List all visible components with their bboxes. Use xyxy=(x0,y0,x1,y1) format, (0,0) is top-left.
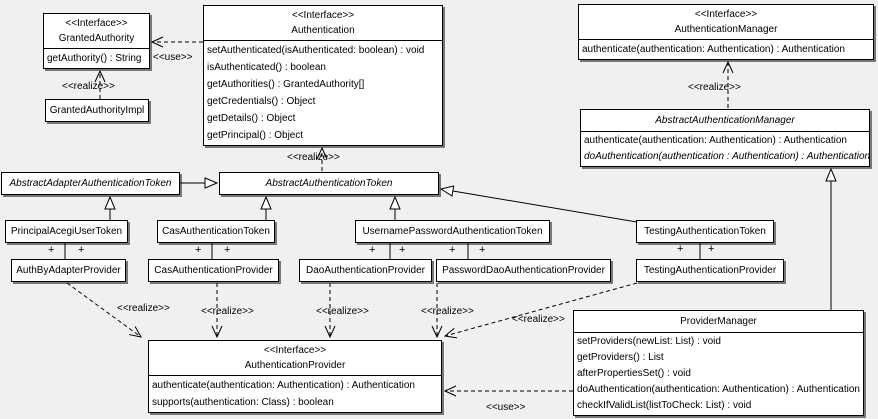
stereotype-label: <<Interface>> xyxy=(694,9,758,20)
class-name: PasswordDaoAuthenticationProvider xyxy=(442,265,605,276)
association-plus: + xyxy=(48,244,55,256)
class-name: AuthenticationProvider xyxy=(244,360,346,371)
class-name: AbstractAdapterAuthenticationToken xyxy=(9,178,172,189)
class-granted-authority-impl: GrantedAuthorityImpl xyxy=(45,99,149,122)
association-plus: + xyxy=(677,243,684,255)
class-name: AbstractAuthenticationManager xyxy=(655,115,795,126)
class-testing-authentication-provider: TestingAuthenticationProvider xyxy=(636,259,784,282)
method-label: doAuthentication(authentication: Authent… xyxy=(577,384,860,395)
edge-generalization-testing-token-to-abstract-token xyxy=(441,189,638,223)
class-name: PrincipalAcegiUserToken xyxy=(10,226,123,237)
class-name: AbstractAuthenticationToken xyxy=(265,178,393,189)
class-authentication-manager: <<Interface>> AuthenticationManager auth… xyxy=(578,4,874,60)
class-granted-authority: <<Interface>> GrantedAuthority getAuthor… xyxy=(43,13,150,69)
realize-label: <<realize>> xyxy=(316,306,369,317)
association-plus: + xyxy=(399,244,406,256)
stereotype-label: <<Interface>> xyxy=(291,10,355,21)
method-label: getAuthorities() : GrantedAuthority[] xyxy=(207,79,365,90)
class-name: Authentication xyxy=(291,25,355,36)
class-name: GrantedAuthorityImpl xyxy=(49,105,145,116)
method-label: setProviders(newList: List) : void xyxy=(577,336,721,347)
method-label: doAuthentication(authentication : Authen… xyxy=(584,151,871,162)
class-dao-authentication-provider: DaoAuthenticationProvider xyxy=(299,259,432,282)
class-cas-authentication-token: CasAuthenticationToken xyxy=(157,220,275,243)
method-label: isAuthenticated() : boolean xyxy=(207,62,326,73)
realize-label: <<realize>> xyxy=(62,81,115,92)
association-plus: + xyxy=(224,244,231,256)
realize-label: <<realize>> xyxy=(287,152,340,163)
class-authentication: <<Interface>> Authentication setAuthenti… xyxy=(203,5,443,146)
association-plus: + xyxy=(78,244,85,256)
class-name: UsernamePasswordAuthenticationToken xyxy=(362,226,543,237)
class-principal-acegi-user-token: PrincipalAcegiUserToken xyxy=(5,220,128,243)
class-name: TestingAuthenticationToken xyxy=(644,226,766,237)
realize-label: <<realize>> xyxy=(117,303,170,314)
class-abstract-adapter-authentication-token: AbstractAdapterAuthenticationToken xyxy=(1,172,180,195)
association-plus: + xyxy=(195,244,202,256)
realize-label: <<realize>> xyxy=(512,314,565,325)
class-name: CasAuthenticationProvider xyxy=(154,265,273,276)
class-auth-by-adapter-provider: AuthByAdapterProvider xyxy=(11,259,126,282)
method-label: getDetails() : Object xyxy=(207,113,296,124)
class-cas-authentication-provider: CasAuthenticationProvider xyxy=(148,259,279,282)
method-label: checkIfValidList(listToCheck: List) : vo… xyxy=(577,400,752,411)
method-label: getAuthority() : String xyxy=(47,53,142,64)
use-label: <<use>> xyxy=(486,402,526,413)
association-plus: + xyxy=(449,244,456,256)
use-label: <<use>> xyxy=(153,52,193,63)
class-password-dao-authentication-provider: PasswordDaoAuthenticationProvider xyxy=(436,259,611,282)
class-name: GrantedAuthority xyxy=(58,33,135,44)
method-label: authenticate(authentication: Authenticat… xyxy=(152,380,415,391)
class-name: AuthenticationManager xyxy=(674,24,778,35)
class-name: TestingAuthenticationProvider xyxy=(643,265,777,276)
class-abstract-authentication-token: AbstractAuthenticationToken xyxy=(219,172,439,195)
class-authentication-provider: <<Interface>> AuthenticationProvider aut… xyxy=(148,340,442,413)
class-name: CasAuthenticationToken xyxy=(162,226,270,237)
association-plus: + xyxy=(708,243,715,255)
method-label: authenticate(authentication: Authenticat… xyxy=(582,44,845,55)
method-label: afterPropertiesSet() : void xyxy=(577,368,691,379)
association-plus: + xyxy=(479,244,486,256)
class-name: AuthByAdapterProvider xyxy=(16,265,121,276)
realize-label: <<realize>> xyxy=(421,306,474,317)
class-name: DaoAuthenticationProvider xyxy=(306,265,425,276)
stereotype-label: <<Interface>> xyxy=(263,345,327,356)
realize-label: <<realize>> xyxy=(201,306,254,317)
realize-label: <<realize>> xyxy=(688,82,741,93)
method-label: getPrincipal() : Object xyxy=(207,130,304,141)
stereotype-label: <<Interface>> xyxy=(65,18,128,29)
class-abstract-authentication-manager: AbstractAuthenticationManager authentica… xyxy=(580,109,870,167)
method-label: getProviders() : List xyxy=(577,352,664,363)
class-name: ProviderManager xyxy=(680,316,757,327)
association-plus: + xyxy=(369,244,376,256)
method-label: getCredentials() : Object xyxy=(207,96,316,107)
class-testing-authentication-token: TestingAuthenticationToken xyxy=(636,220,774,243)
method-label: supports(authentication: Class) : boolea… xyxy=(152,397,334,408)
class-provider-manager: ProviderManager setProviders(newList: Li… xyxy=(573,310,864,416)
class-username-password-authentication-token: UsernamePasswordAuthenticationToken xyxy=(355,220,550,243)
method-label: setAuthenticated(isAuthenticated: boolea… xyxy=(207,45,425,56)
method-label: authenticate(authentication: Authenticat… xyxy=(584,135,847,146)
